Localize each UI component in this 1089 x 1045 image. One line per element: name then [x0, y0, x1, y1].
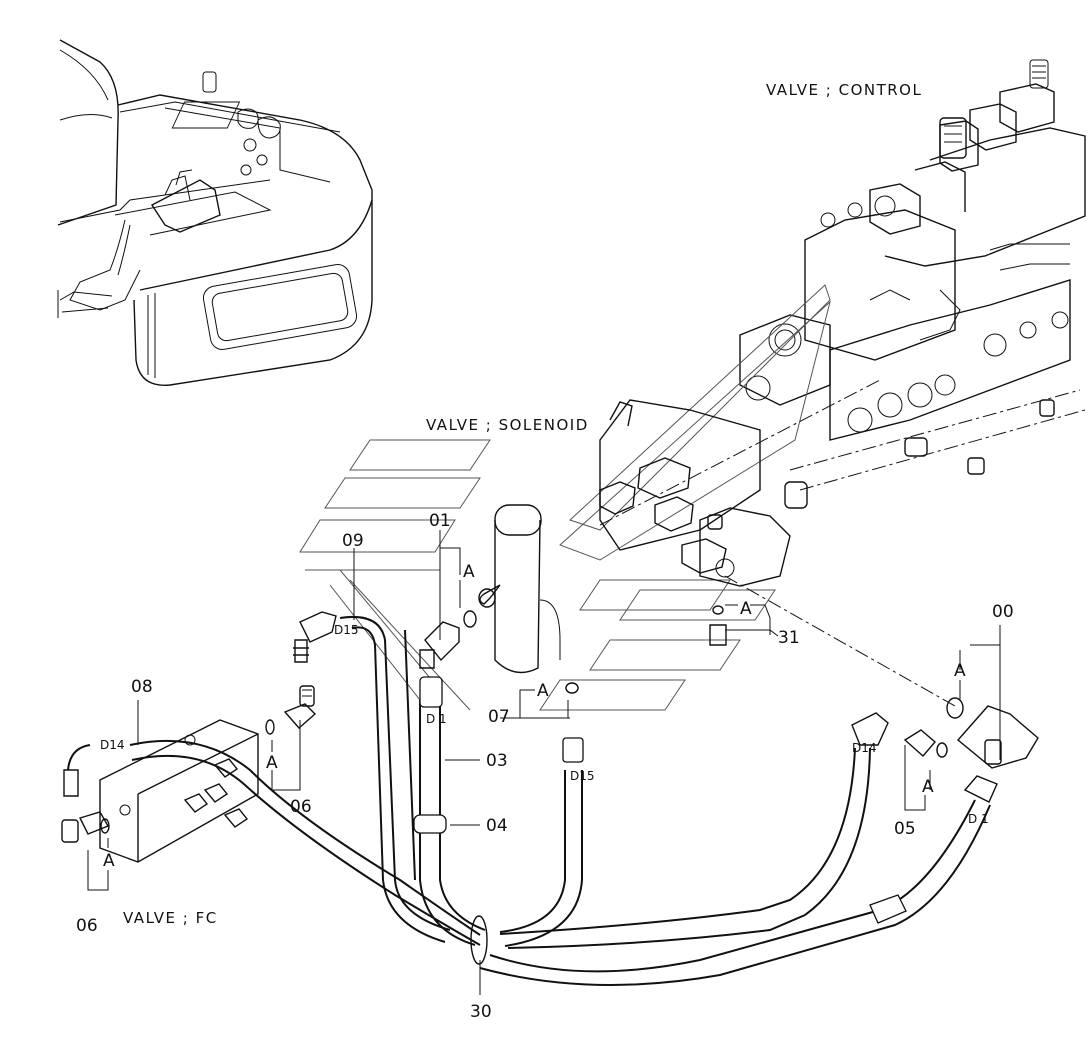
callout-a-31: A — [740, 599, 752, 619]
part-number-04: 04 — [486, 816, 508, 836]
hose-assemblies — [63, 605, 1039, 986]
hose-marking-d14-08: D14 — [100, 738, 125, 752]
part-number-05: 05 — [894, 819, 916, 839]
part-number-03: 03 — [486, 751, 508, 771]
part-number-01: 01 — [429, 511, 451, 531]
part-number-07: 07 — [488, 707, 510, 727]
hose-marking-d1-right: D 1 — [968, 812, 989, 826]
fc-valve-illustration — [61, 685, 317, 863]
fc-valve-title: VALVE ; FC — [123, 909, 218, 927]
solenoid-valve-illustration — [299, 284, 956, 711]
part-number-08: 08 — [131, 677, 153, 697]
hose-marking-d15-09: D15 — [334, 623, 359, 637]
callout-a-06-left: A — [103, 851, 115, 871]
control-valve-title: VALVE ; CONTROL — [766, 81, 922, 99]
part-number-31: 31 — [778, 628, 800, 648]
callout-a-06-right: A — [266, 753, 278, 773]
callout-a-00: A — [954, 661, 966, 681]
part-number-09: 09 — [342, 531, 364, 551]
hose-marking-d15-lower: D15 — [570, 769, 595, 783]
part-number-30: 30 — [470, 1002, 492, 1022]
hose-marking-d14-right: D14 — [852, 741, 877, 755]
part-number-06-right: 06 — [290, 797, 312, 817]
solenoid-valve-title: VALVE ; SOLENOID — [426, 416, 589, 434]
callout-a-01: A — [463, 562, 475, 582]
diagram-labels: VALVE ; CONTROL VALVE ; SOLENOID VALVE ;… — [76, 81, 1014, 1022]
callout-leaders — [87, 530, 1001, 995]
part-number-00: 00 — [992, 602, 1014, 622]
control-valve-illustration — [739, 59, 1086, 491]
machine-overview-illustration — [57, 39, 373, 386]
callout-a-07: A — [537, 681, 549, 701]
hose-marking-d1-03: D 1 — [426, 712, 447, 726]
part-number-06-left: 06 — [76, 916, 98, 936]
callout-a-05: A — [922, 777, 934, 797]
